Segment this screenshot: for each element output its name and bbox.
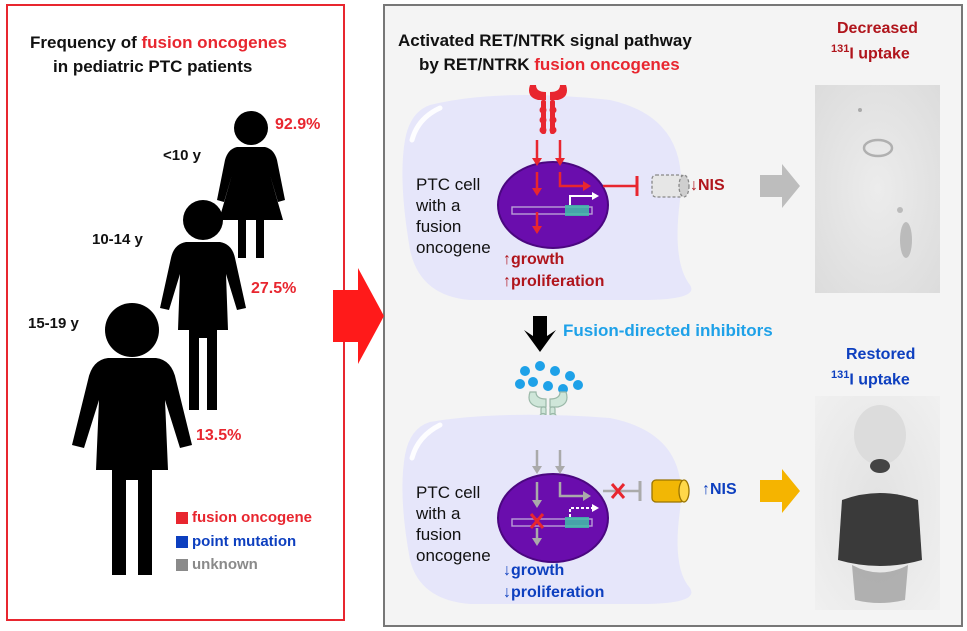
legend-swatch-unknown	[176, 559, 188, 571]
bottom-cell-label: PTC cell with a fusion oncogene	[416, 482, 491, 566]
age-label-10-14: 10-14 y	[92, 231, 143, 248]
inhibitor-label: Fusion-directed inhibitors	[563, 321, 773, 340]
pct-15-19: 13.5%	[196, 427, 242, 444]
left-title-line1: Frequency of fusion oncogenes	[30, 33, 287, 53]
top-result-arrow	[760, 164, 800, 208]
bottom-block-x	[529, 483, 626, 529]
inhibitor-down-arrow	[524, 316, 556, 352]
right-title-highlight: fusion oncogenes	[534, 55, 680, 74]
uptake-text: I uptake	[849, 45, 910, 63]
cell-label-line: PTC cell	[416, 483, 481, 502]
left-title-part: Frequency of	[30, 33, 142, 52]
panel-transition-arrow	[333, 268, 384, 364]
bottom-uptake-line1: Restored	[846, 346, 916, 363]
right-title-line2: by RET/NTRK fusion oncogenes	[419, 55, 680, 75]
legend-swatch-point	[176, 536, 188, 548]
bottom-result-arrow	[760, 469, 800, 513]
top-nis-label: ↓NIS	[690, 177, 725, 194]
age-label-under-10: <10 y	[163, 147, 201, 164]
bottom-nis-channel	[651, 479, 690, 503]
figure-15-19	[72, 303, 192, 575]
right-title-line1: Activated RET/NTRK signal pathway	[398, 31, 692, 50]
cell-label-line: fusion	[416, 525, 462, 544]
cell-label-line: oncogene	[416, 546, 491, 565]
top-effect-proliferation: ↑proliferation	[503, 273, 605, 290]
right-title-part: by RET/NTRK	[419, 55, 535, 74]
top-cell-label: PTC cell with a fusion oncogene	[416, 174, 491, 258]
left-title-line2: in pediatric PTC patients	[53, 57, 253, 76]
top-uptake-line1: Decreased	[837, 20, 918, 37]
bottom-nis-label: ↑NIS	[702, 481, 737, 498]
cell-label-line: PTC cell	[416, 175, 481, 194]
top-effect-growth: ↑growth	[503, 251, 565, 268]
cell-label-line: with a	[416, 196, 461, 215]
legend-unknown: unknown	[192, 556, 258, 573]
top-uptake-line2: 131I uptake	[831, 43, 910, 63]
legend-fusion: fusion oncogene	[192, 509, 312, 526]
uptake-text: I uptake	[849, 371, 910, 389]
top-fusion-receptor	[529, 85, 567, 134]
cell-label-line: oncogene	[416, 238, 491, 257]
isotope-superscript: 131	[831, 369, 850, 381]
legend-point: point mutation	[192, 533, 297, 550]
pct-10-14: 27.5%	[251, 280, 297, 297]
top-scan-image	[815, 85, 940, 293]
pct-under-10: 92.9%	[275, 116, 321, 133]
cell-label-line: fusion	[416, 217, 462, 236]
cell-label-line: with a	[416, 504, 461, 523]
isotope-superscript: 131	[831, 43, 850, 55]
left-title-highlight: fusion oncogenes	[141, 33, 287, 52]
legend-swatch-fusion	[176, 512, 188, 524]
inhibitor-molecules	[515, 361, 583, 394]
age-label-15-19: 15-19 y	[28, 315, 79, 332]
bottom-effect-proliferation: ↓proliferation	[503, 584, 605, 601]
bottom-uptake-line2: 131I uptake	[831, 369, 910, 389]
bottom-effect-growth: ↓growth	[503, 562, 565, 579]
top-nis-channel	[651, 174, 690, 198]
top-nucleus	[498, 162, 608, 248]
